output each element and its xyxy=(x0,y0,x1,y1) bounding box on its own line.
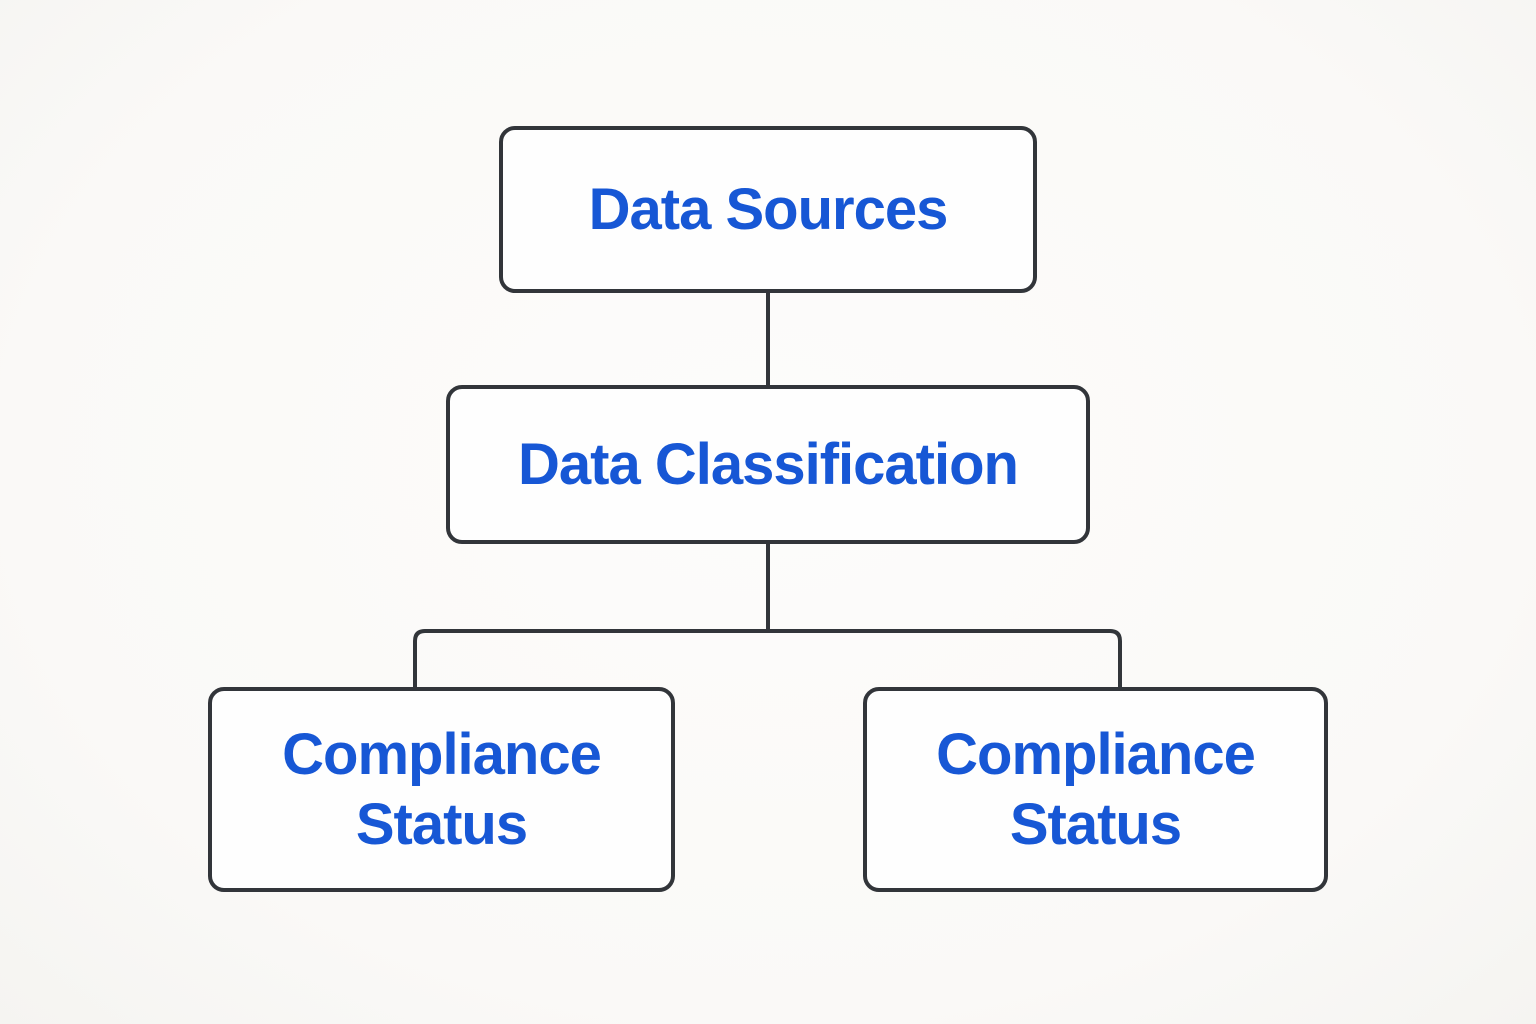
node-compliance-status-left-label: Compliance Status xyxy=(282,721,602,857)
node-data-sources: Data Sources xyxy=(499,126,1037,293)
node-compliance-status-right-label: Compliance Status xyxy=(936,721,1256,857)
node-data-classification-label: Data Classification xyxy=(518,431,1019,497)
node-data-classification: Data Classification xyxy=(446,385,1090,544)
node-compliance-status-right: Compliance Status xyxy=(863,687,1328,892)
edge-branch-to-compliance-boxes xyxy=(413,629,1122,687)
node-data-sources-label: Data Sources xyxy=(588,176,949,242)
node-compliance-status-left: Compliance Status xyxy=(208,687,675,892)
